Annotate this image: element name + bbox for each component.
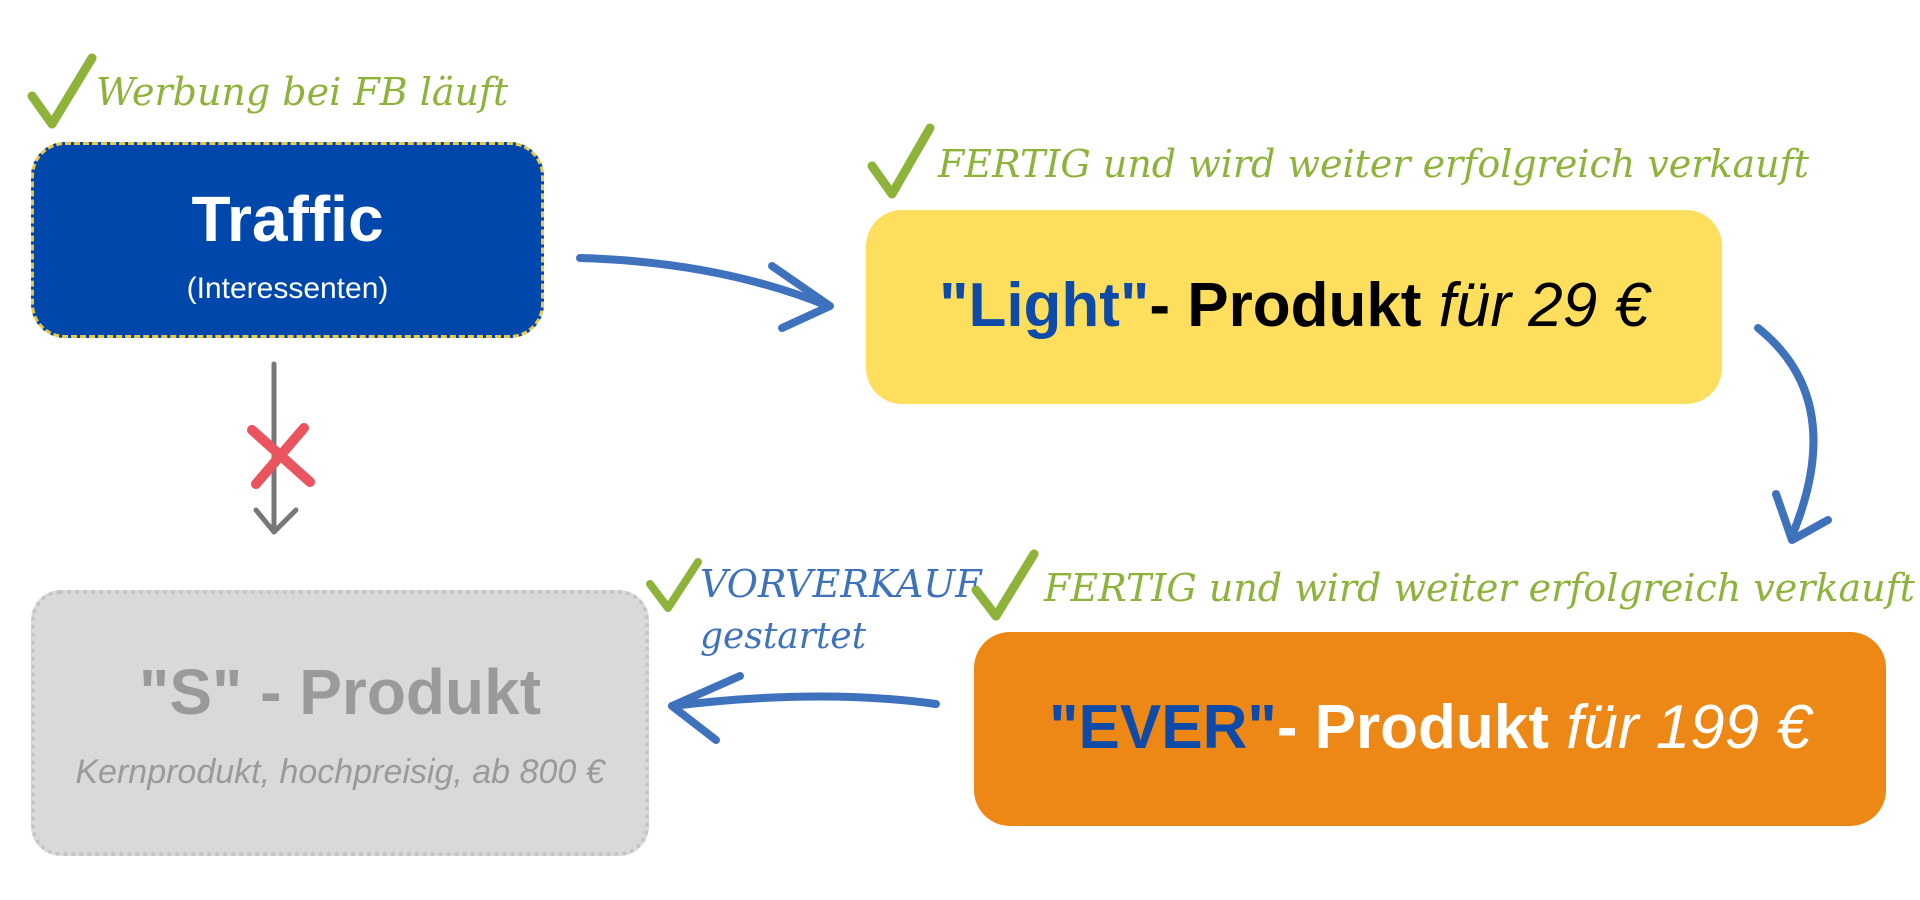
annotation-presale-status: gestartet: [700, 616, 867, 657]
s-product-subtitle: Kernprodukt, hochpreisig, ab 800 €: [75, 753, 605, 791]
arrow-head: [768, 262, 834, 332]
annotation-presale-title: VORVERKAUF: [700, 562, 982, 606]
arrow-head: [668, 672, 744, 744]
light-product-name: "Light": [939, 271, 1150, 340]
check-icon: [867, 123, 935, 199]
arrow-ever-to-s-product: [668, 692, 940, 710]
light-product-word: - Produkt: [1149, 271, 1422, 340]
arrow-traffic-to-light: [576, 254, 832, 310]
light-product-label: "Light"- Produkt für 29 €: [866, 270, 1722, 342]
check-icon: [646, 558, 702, 612]
s-product-box: "S" - Produkt Kernprodukt, hochpreisig, …: [31, 590, 649, 856]
ever-product-name: "EVER": [1049, 693, 1277, 762]
traffic-title: Traffic: [191, 183, 384, 255]
arrow-head: [1772, 490, 1832, 544]
annotation-ever-done: FERTIG und wird weiter erfolgreich verka…: [1044, 566, 1915, 610]
ever-product-word: - Produkt: [1276, 693, 1549, 762]
cross-icon: [247, 423, 315, 489]
arrow-head: [253, 507, 299, 535]
arrow-light-to-ever: [1754, 324, 1818, 540]
ever-product-price: für 199 €: [1548, 693, 1811, 762]
check-icon: [971, 549, 1039, 621]
traffic-subtitle: (Interessenten): [186, 272, 389, 305]
s-product-title: "S" - Produkt: [138, 656, 542, 728]
light-product-price: für 29 €: [1421, 271, 1649, 340]
annotation-light-done: FERTIG und wird weiter erfolgreich verka…: [938, 142, 1809, 186]
light-product-box: "Light"- Produkt für 29 €: [866, 210, 1722, 404]
traffic-box: Traffic (Interessenten): [31, 142, 544, 338]
ever-product-label: "EVER"- Produkt für 199 €: [974, 692, 1886, 764]
ever-product-box: "EVER"- Produkt für 199 €: [974, 632, 1886, 826]
check-icon: [27, 53, 97, 129]
annotation-ads-running: Werbung bei FB läuft: [96, 70, 509, 114]
